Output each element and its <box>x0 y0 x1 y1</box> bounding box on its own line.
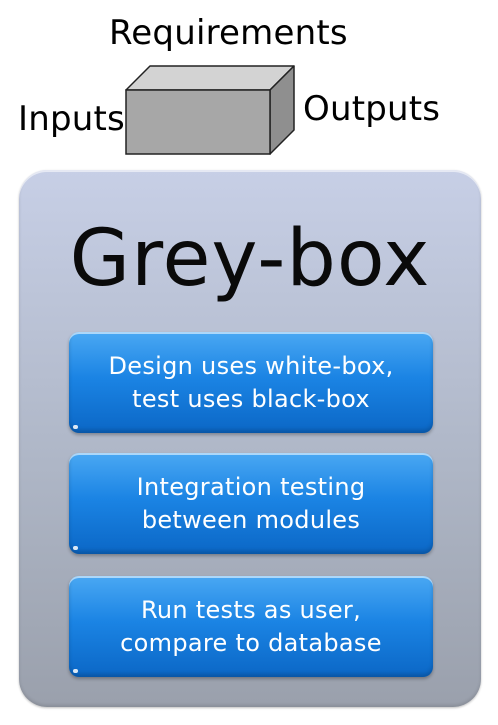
item-text: Run tests as user, compare to database <box>120 594 382 660</box>
item-integration-testing: Integration testing between modules <box>69 453 433 554</box>
cube-top-face <box>125 65 295 91</box>
item-line: compare to database <box>120 628 382 657</box>
outputs-label: Outputs <box>303 89 441 129</box>
black-box-cube-icon <box>125 65 295 155</box>
grey-box-panel: Grey-box Design uses white-box, test use… <box>19 170 481 707</box>
item-line: Integration testing <box>136 472 366 501</box>
item-line: Run tests as user, <box>140 595 362 624</box>
cube-front-face <box>125 89 271 155</box>
item-line: Design uses white-box, <box>108 351 394 380</box>
item-text: Design uses white-box, test uses black-b… <box>108 350 393 416</box>
requirements-label: Requirements <box>109 13 348 53</box>
item-line: test uses black-box <box>132 384 370 413</box>
item-run-tests-as-user: Run tests as user, compare to database <box>69 576 433 677</box>
item-line: between modules <box>141 505 361 534</box>
item-design-white-box: Design uses white-box, test uses black-b… <box>69 332 433 433</box>
inputs-label: Inputs <box>18 99 125 139</box>
grey-box-title: Grey-box <box>69 214 431 304</box>
item-text: Integration testing between modules <box>137 471 366 537</box>
